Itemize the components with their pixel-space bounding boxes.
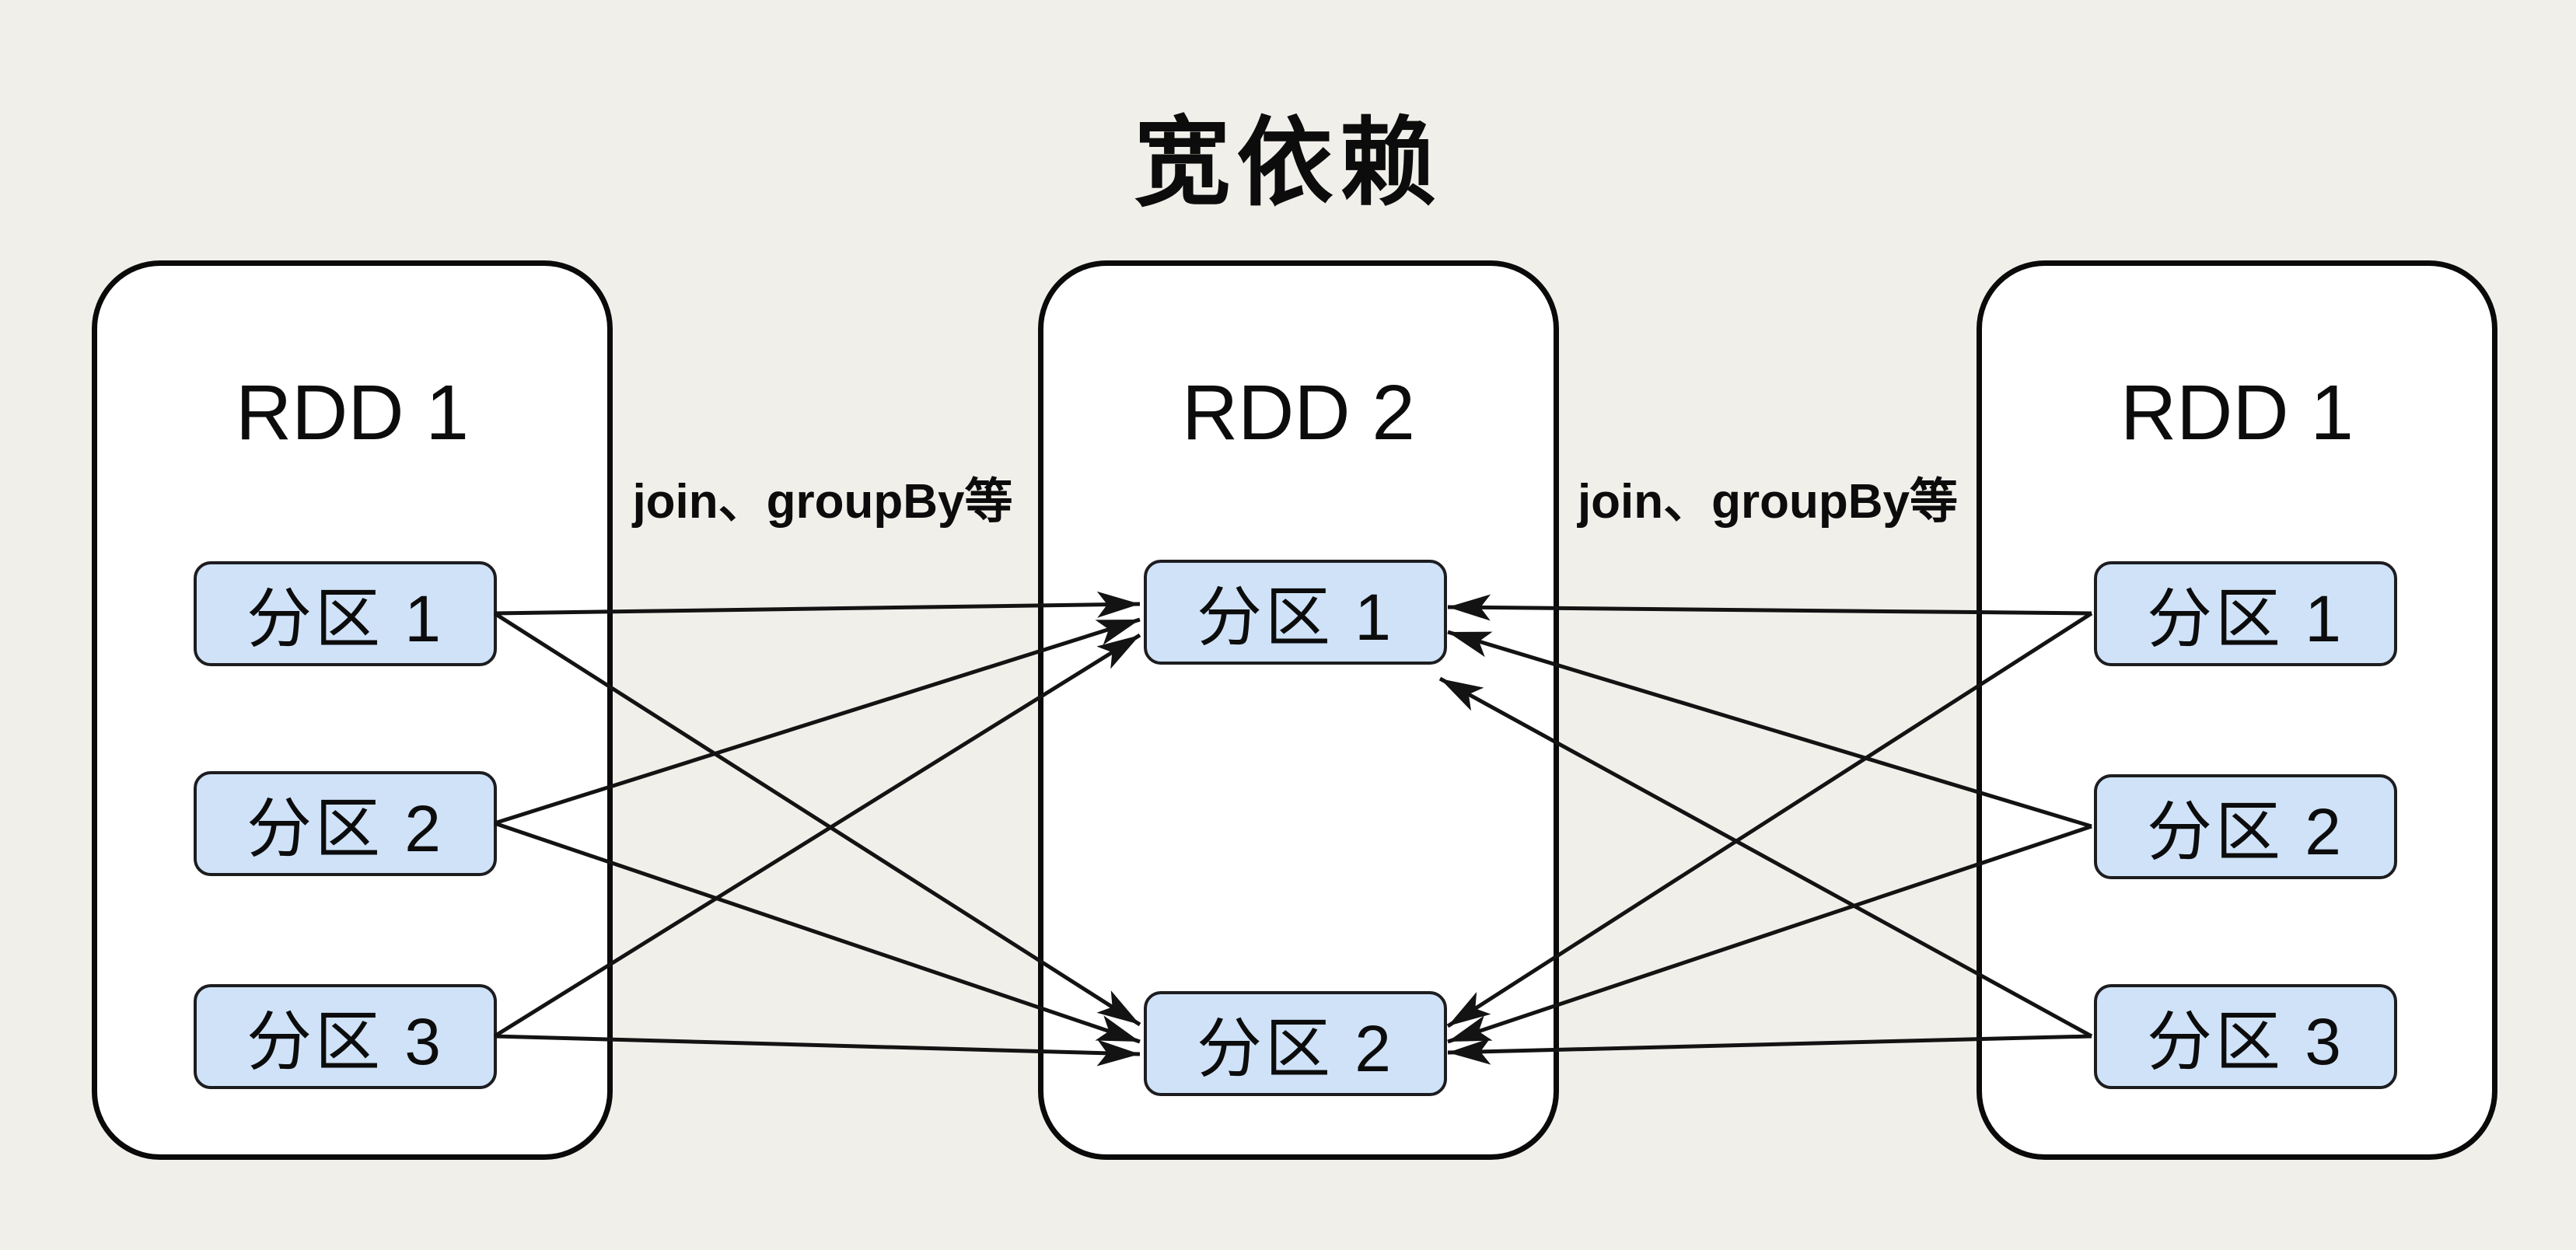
partition-node: 分区 2 bbox=[194, 771, 497, 876]
rdd-label: RDD 1 bbox=[235, 369, 470, 456]
partition-node: 分区 1 bbox=[2094, 561, 2397, 666]
partition-node: 分区 1 bbox=[1144, 560, 1447, 665]
page-title: 宽依赖 bbox=[1134, 110, 1442, 217]
rdd-container-left: RDD 1 分区 1 分区 2 分区 3 bbox=[92, 260, 613, 1160]
partition-node: 分区 2 bbox=[1144, 991, 1447, 1096]
rdd-container-middle: RDD 2 分区 1 分区 2 bbox=[1038, 260, 1559, 1160]
operation-label: join、groupBy等 bbox=[632, 475, 1013, 529]
partition-node: 分区 3 bbox=[2094, 984, 2397, 1089]
partition-node: 分区 1 bbox=[194, 561, 497, 666]
partition-node: 分区 3 bbox=[194, 984, 497, 1089]
rdd-container-right: RDD 1 分区 1 分区 2 分区 3 bbox=[1977, 260, 2497, 1160]
operation-label: join、groupBy等 bbox=[1577, 475, 1959, 529]
rdd-label: RDD 1 bbox=[2120, 369, 2354, 456]
rdd-label: RDD 2 bbox=[1181, 369, 1416, 456]
partition-node: 分区 2 bbox=[2094, 774, 2397, 879]
